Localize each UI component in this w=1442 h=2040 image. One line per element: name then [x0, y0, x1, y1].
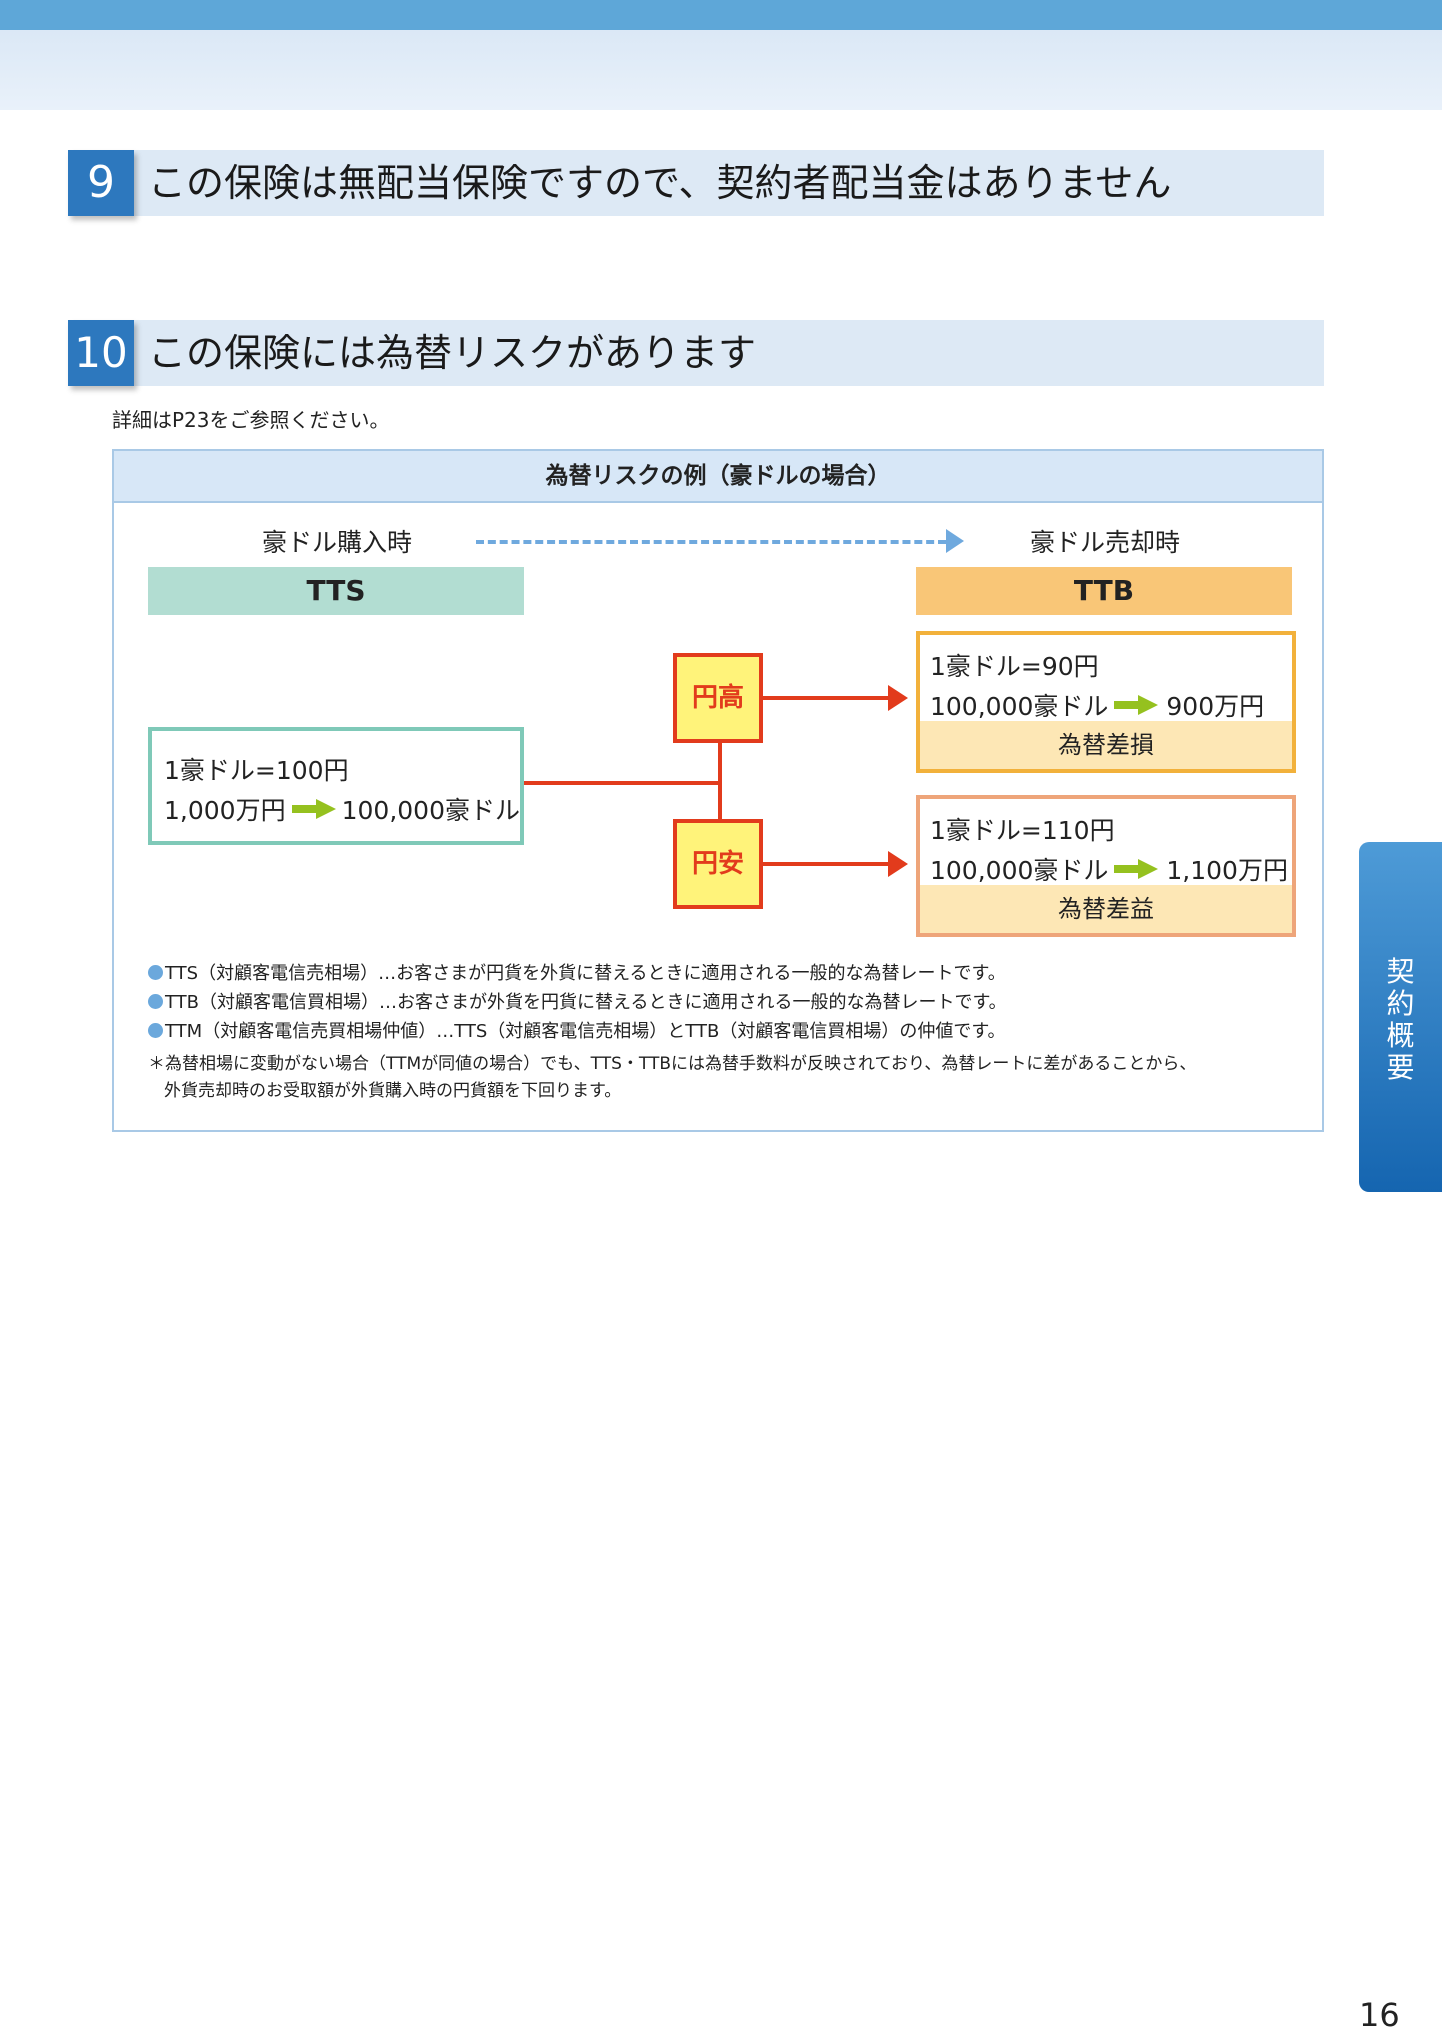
loss-from: 100,000豪ドル: [930, 692, 1109, 721]
section-9-title: この保険は無配当保険ですので、契約者配当金はありません: [148, 161, 1172, 205]
section-10-header: 10 この保険には為替リスクがあります: [68, 320, 1324, 386]
tts-note: TTS（対顧客電信売相場）…お客さまが円貨を外貨に替えるときに適用される一般的な…: [148, 959, 1006, 985]
start-to: 100,000豪ドル: [341, 796, 520, 825]
red-arrow-icon: [888, 851, 908, 877]
green-arrow-icon: [1114, 859, 1160, 879]
bullet-dot-icon: [148, 994, 163, 1009]
ttb-bar: TTB: [916, 567, 1292, 615]
start-rate: 1豪ドル=100円: [164, 756, 349, 785]
side-tab-label: 契約概要: [1386, 955, 1415, 1084]
bullet-dot-icon: [148, 965, 163, 980]
green-arrow-icon: [1114, 695, 1160, 715]
header-shade: [0, 30, 1442, 110]
yen-low-arrow-line: [763, 862, 889, 866]
top-band: [0, 0, 1442, 30]
gain-case-box: 1豪ドル=110円 100,000豪ドル 1,100万円 為替差益: [916, 795, 1296, 937]
side-tab-contract-summary[interactable]: 契約概要: [1359, 842, 1442, 1192]
loss-case-box: 1豪ドル=90円 100,000豪ドル 900万円 為替差損: [916, 631, 1296, 773]
asterisk-line-1: 為替相場に変動がない場合（TTMが同値の場合）でも、TTS・TTBには為替手数料…: [165, 1054, 1197, 1074]
gain-result: 為替差益: [920, 885, 1292, 933]
page-number: 16: [1359, 1996, 1400, 2034]
loss-result: 為替差損: [920, 721, 1292, 769]
section-9-number: 9: [68, 150, 134, 216]
section-10-title: この保険には為替リスクがあります: [148, 331, 757, 375]
yen-high-box: 円高: [673, 653, 763, 743]
ttb-note: TTB（対顧客電信買相場）…お客さまが外貨を円貨に替えるときに適用される一般的な…: [148, 988, 1007, 1014]
connector-vertical-line: [718, 743, 722, 819]
ttm-note: TTM（対顧客電信売買相場仲値）…TTS（対顧客電信売相場）とTTB（対顧客電信…: [148, 1017, 1006, 1043]
tts-bar: TTS: [148, 567, 524, 615]
asterisk-note-line-2: 外貨売却時のお受取額が外貨購入時の円貨額を下回ります。: [164, 1081, 622, 1101]
sale-label: 豪ドル売却時: [1030, 528, 1181, 557]
timeline-dashed-line: [476, 540, 946, 544]
yen-low-box: 円安: [673, 819, 763, 909]
section-9-header: 9 この保険は無配当保険ですので、契約者配当金はありません: [68, 150, 1324, 216]
loss-to: 900万円: [1166, 692, 1265, 721]
gain-rate: 1豪ドル=110円: [930, 816, 1115, 845]
section-10-number: 10: [68, 320, 134, 386]
asterisk-note: ＊為替相場に変動がない場合（TTMが同値の場合）でも、TTS・TTBには為替手数…: [148, 1049, 1196, 1074]
red-arrow-icon: [888, 685, 908, 711]
fx-risk-panel: 為替リスクの例（豪ドルの場合） 豪ドル購入時 豪ドル売却時 TTS TTB 1豪…: [112, 449, 1324, 1132]
green-arrow-icon: [291, 799, 336, 819]
gain-from: 100,000豪ドル: [930, 856, 1109, 885]
reference-note: 詳細はP23をご参照ください。: [112, 408, 390, 432]
yen-high-arrow-line: [763, 696, 889, 700]
purchase-label: 豪ドル購入時: [262, 528, 413, 557]
gain-to: 1,100万円: [1166, 856, 1288, 885]
timeline-arrow-icon: [946, 529, 964, 553]
start-from: 1,000万円: [164, 796, 286, 825]
connector-line: [524, 781, 720, 785]
bullet-dot-icon: [148, 1023, 163, 1038]
start-box: 1豪ドル=100円 1,000万円 100,000豪ドル: [148, 727, 524, 845]
panel-title: 為替リスクの例（豪ドルの場合）: [114, 451, 1322, 503]
asterisk-mark: ＊: [148, 1054, 165, 1074]
loss-rate: 1豪ドル=90円: [930, 652, 1099, 681]
